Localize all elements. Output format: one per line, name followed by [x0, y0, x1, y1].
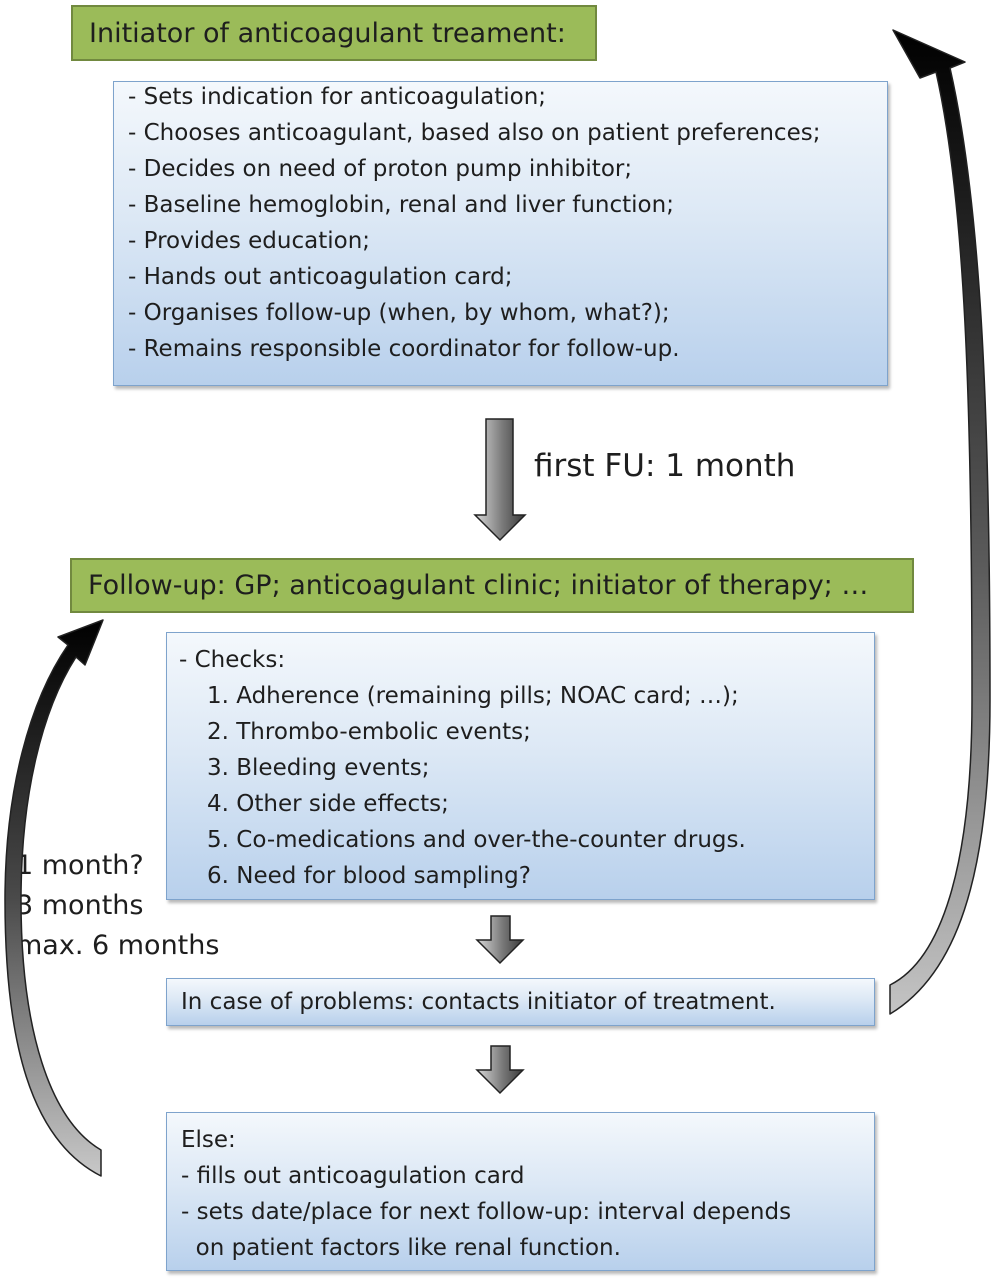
initiator-item: - Provides education; [128, 228, 371, 254]
initiator-item: - Decides on need of proton pump inhibit… [128, 156, 633, 182]
check-item: 6. Need for blood sampling? [207, 863, 531, 889]
interval-label: max. 6 months [16, 930, 220, 961]
initiator-item: - Sets indication for anticoagulation; [128, 84, 547, 110]
initiator-header: Initiator of anticoagulant treament: [71, 5, 597, 61]
problems-text: In case of problems: contacts initiator … [181, 989, 776, 1015]
problems-box: In case of problems: contacts initiator … [166, 978, 875, 1026]
initiator-item: - Organises follow-up (when, by whom, wh… [128, 300, 670, 326]
initiator-item: - Remains responsible coordinator for fo… [128, 336, 680, 362]
checks-box: - Checks: 1. Adherence (remaining pills;… [166, 632, 875, 900]
followup-title: Follow-up: GP; anticoagulant clinic; ini… [88, 570, 869, 601]
check-item: 3. Bleeding events; [207, 755, 430, 781]
down-arrow-icon [473, 418, 527, 542]
curved-arrow-icon [889, 29, 991, 1015]
else-line: on patient factors like renal function. [181, 1235, 621, 1261]
check-item: 4. Other side effects; [207, 791, 449, 817]
else-line: - fills out anticoagulation card [181, 1163, 525, 1189]
check-item: 1. Adherence (remaining pills; NOAC card… [207, 683, 739, 709]
down-arrow-icon [475, 915, 525, 965]
check-item: 5. Co-medications and over-the-counter d… [207, 827, 746, 853]
initiator-responsibilities-box: - Sets indication for anticoagulation; -… [113, 81, 888, 386]
check-item: 2. Thrombo-embolic events; [207, 719, 531, 745]
initiator-title: Initiator of anticoagulant treament: [89, 17, 566, 49]
initiator-item: - Baseline hemoglobin, renal and liver f… [128, 192, 674, 218]
initiator-item: - Hands out anticoagulation card; [128, 264, 513, 290]
first-fu-label: first FU: 1 month [534, 448, 796, 484]
initiator-item: - Chooses anticoagulant, based also on p… [128, 120, 821, 146]
followup-header: Follow-up: GP; anticoagulant clinic; ini… [70, 558, 914, 613]
else-line: - sets date/place for next follow-up: in… [181, 1199, 792, 1225]
else-box: Else: - fills out anticoagulation card -… [166, 1112, 875, 1271]
else-heading: Else: [181, 1127, 236, 1153]
checks-heading: - Checks: [179, 647, 286, 673]
down-arrow-icon [475, 1045, 525, 1095]
interval-label: 1 month? [16, 850, 144, 881]
interval-label: 3 months [16, 890, 144, 921]
